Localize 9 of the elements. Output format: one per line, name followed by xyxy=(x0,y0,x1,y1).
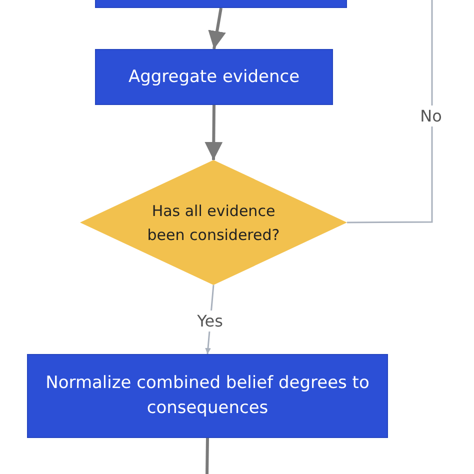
decision-diamond xyxy=(80,160,347,285)
edge-label: Yes xyxy=(195,310,225,332)
arrow xyxy=(208,8,226,50)
connector-line xyxy=(206,438,209,474)
arrow xyxy=(204,104,223,160)
process-box: Aggregate evidence xyxy=(95,49,333,105)
decision-text: Has all evidence been considered? xyxy=(146,200,281,246)
connector-line xyxy=(347,0,433,224)
process-box: Normalize combined belief degrees to consequences xyxy=(27,354,388,438)
